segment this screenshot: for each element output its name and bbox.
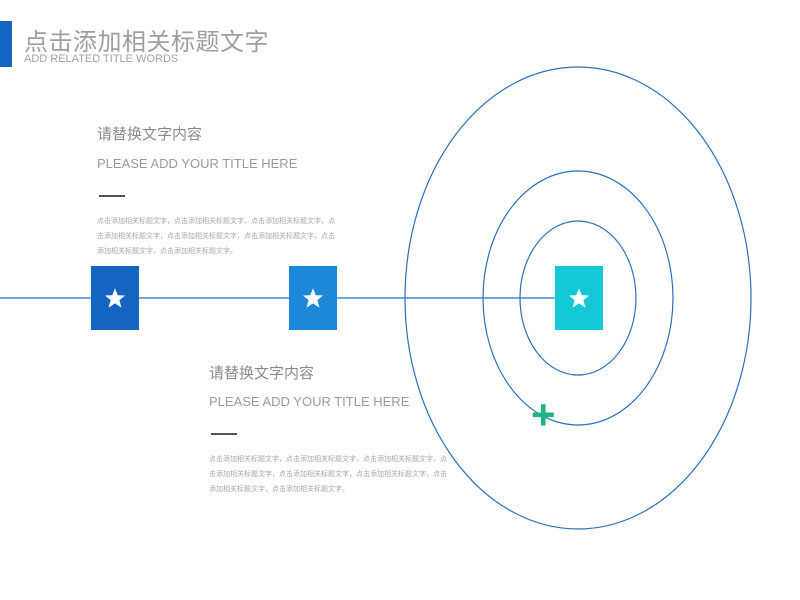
title-accent-bar [0,21,12,67]
marker-target [555,266,603,330]
section-1-heading: 请替换文字内容 [97,125,203,143]
page-subtitle: ADD RELATED TITLE WORDS [24,53,179,65]
section-1-divider [99,195,125,197]
target-ring-middle [482,170,674,426]
marker-2 [289,266,337,330]
section-1-body: 点击添加相关标题文字，点击添加相关标题文字，点击添加相关标题文字，点击添加相关标… [97,217,335,255]
star-icon [568,288,590,308]
page-title: 点击添加相关标题文字 [24,28,269,56]
section-1-title-en: PLEASE ADD YOUR TITLE HERE [97,156,298,171]
marker-1 [91,266,139,330]
section-2-divider [211,433,237,435]
star-icon [302,288,324,308]
plus-icon: + [531,391,556,438]
section-2-body: 点击添加相关标题文字，点击添加相关标题文字，点击添加相关标题文字，点击添加相关标… [209,455,447,493]
star-icon [104,288,126,308]
target-ring-outer [404,66,752,530]
section-2-title-en: PLEASE ADD YOUR TITLE HERE [209,394,410,409]
target-ring-inner [519,220,637,376]
section-2-heading: 请替换文字内容 [209,364,315,382]
